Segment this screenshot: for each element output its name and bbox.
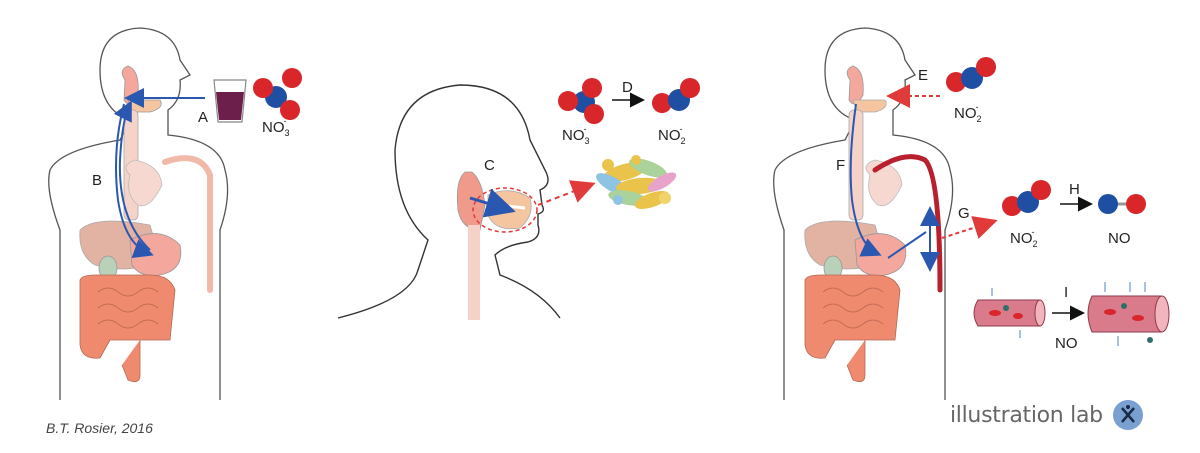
brand-watermark: illustration lab (950, 400, 1143, 430)
nitrite-molecule-e (946, 57, 996, 92)
label-d: D (622, 79, 633, 96)
flow-arrow-f (849, 103, 882, 257)
flow-arrow-b-up (113, 100, 151, 251)
label-h: H (1069, 181, 1080, 198)
label-g: G (958, 205, 970, 222)
nitrite-molecule-d (652, 78, 700, 113)
nitrite-label-d: NO2- (658, 124, 686, 146)
nitrite-molecule-g (1002, 180, 1051, 216)
no-label-i: NO (1055, 335, 1078, 352)
glass-of-juice-icon (213, 79, 247, 123)
brand-logo-icon (1112, 400, 1143, 430)
nitrite-label-e: NO2- (954, 102, 982, 124)
label-a: A (198, 109, 208, 126)
blood-vessel-narrow (973, 288, 1046, 338)
nitrate-molecule-left (253, 68, 302, 120)
flow-arrow-b-down (115, 103, 154, 258)
nitrate-label-left: NO3- (262, 116, 290, 138)
right-body: E F G (773, 27, 998, 400)
bacteria-cluster-icon (596, 155, 677, 210)
label-f: F (836, 157, 845, 174)
label-i: I (1064, 284, 1068, 301)
brand-name: illustration lab (950, 402, 1103, 428)
red-arrow-g (941, 216, 998, 239)
nitrate-label-d: NO3- (562, 124, 590, 146)
middle-head: C (337, 84, 596, 320)
label-b: B (92, 172, 102, 189)
label-c: C (484, 157, 495, 174)
flow-arrow-to-blood (887, 231, 927, 259)
flow-arrow-c (469, 188, 516, 218)
nitrite-label-g: NO2- (1010, 227, 1038, 249)
left-body: A B (48, 27, 229, 400)
no-label-h: NO (1108, 230, 1131, 247)
blood-vessel-dilated (1087, 282, 1170, 346)
nitrate-molecule-d (558, 78, 604, 124)
red-arrow-to-bacteria (537, 180, 596, 206)
label-e: E (918, 67, 928, 84)
author-credit: B.T. Rosier, 2016 (46, 420, 153, 436)
no-molecule (1098, 194, 1146, 214)
